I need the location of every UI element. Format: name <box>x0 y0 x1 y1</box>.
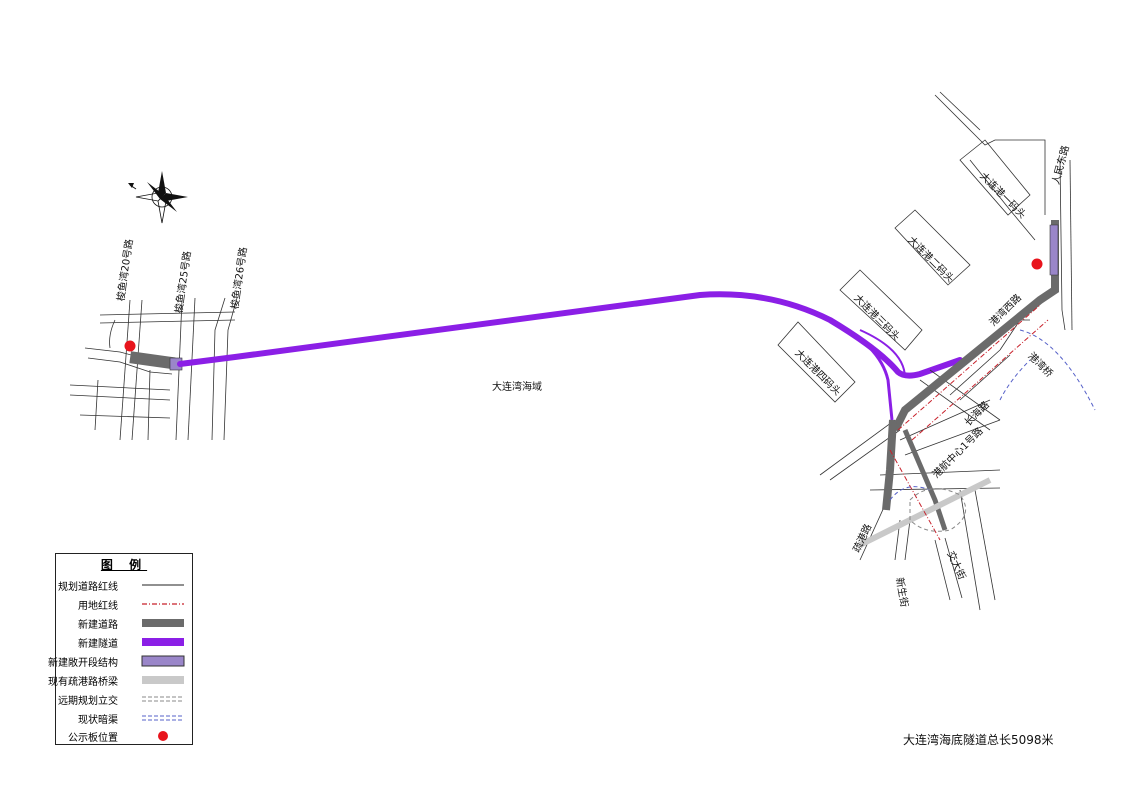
legend-label: 远期规划立交 <box>58 696 118 707</box>
left-new-road <box>129 351 176 370</box>
light-gray-bar-icon <box>142 676 184 684</box>
culvert-line <box>889 329 1096 501</box>
open-section-right <box>1049 224 1059 276</box>
blue-double-dash-icon <box>142 715 184 721</box>
legend-label: 公示板位置 <box>68 733 118 744</box>
legend-item: 用地红线 <box>56 595 192 613</box>
legend-label: 现有疏港路桥梁 <box>48 677 118 688</box>
legend-item: 新建敞开段结构 <box>48 652 192 670</box>
red-land-line <box>889 304 1049 541</box>
legend-label: 新建敞开段结构 <box>48 658 118 669</box>
new-road-zhonghui <box>902 429 948 531</box>
legend-label: 新建隧道 <box>78 639 118 650</box>
notice-board-right <box>1031 258 1043 270</box>
legend-item: 远期规划立交 <box>56 690 192 708</box>
red-dot-icon <box>158 731 168 741</box>
legend-item: 现状暗渠 <box>56 709 192 727</box>
sea-area-label: 大连湾海域 <box>492 382 542 393</box>
tunnel-length-note: 大连湾海底隧道总长5098米 <box>903 733 1054 747</box>
legend-label: 规划道路红线 <box>58 582 118 593</box>
tunnel-branch-2 <box>859 329 906 379</box>
thin-black-line-icon <box>142 584 184 586</box>
legend-label: 现状暗渠 <box>78 715 118 726</box>
legend-item: 现有疏港路桥梁 <box>48 671 192 689</box>
legend-label: 新建道路 <box>78 620 118 631</box>
map-legend: 图 例 规划道路红线 用地红线 新建道路 新建隧道 新建敞开段结构 现有疏港路桥… <box>48 553 193 745</box>
new-road-south <box>882 419 897 511</box>
legend-item: 公示板位置 <box>56 727 192 745</box>
tunnel-branch <box>829 318 894 421</box>
purple-thick-bar-icon <box>142 638 184 646</box>
left-road-network <box>69 297 238 441</box>
compass-icon <box>128 171 188 224</box>
legend-item: 规划道路红线 <box>56 576 192 594</box>
red-dash-dot-line-icon <box>142 603 184 605</box>
gray-double-dash-icon <box>142 696 184 702</box>
gray-thick-bar-icon <box>142 619 184 627</box>
legend-item: 新建道路 <box>56 614 192 632</box>
legend-item: 新建隧道 <box>56 633 192 651</box>
dock-outlines <box>777 139 1031 403</box>
tunnel-main <box>177 291 963 379</box>
notice-board-left <box>124 340 136 352</box>
legend-label: 用地红线 <box>78 601 118 612</box>
lavender-box-icon <box>141 655 185 667</box>
legend-title: 图 例 <box>100 558 148 572</box>
